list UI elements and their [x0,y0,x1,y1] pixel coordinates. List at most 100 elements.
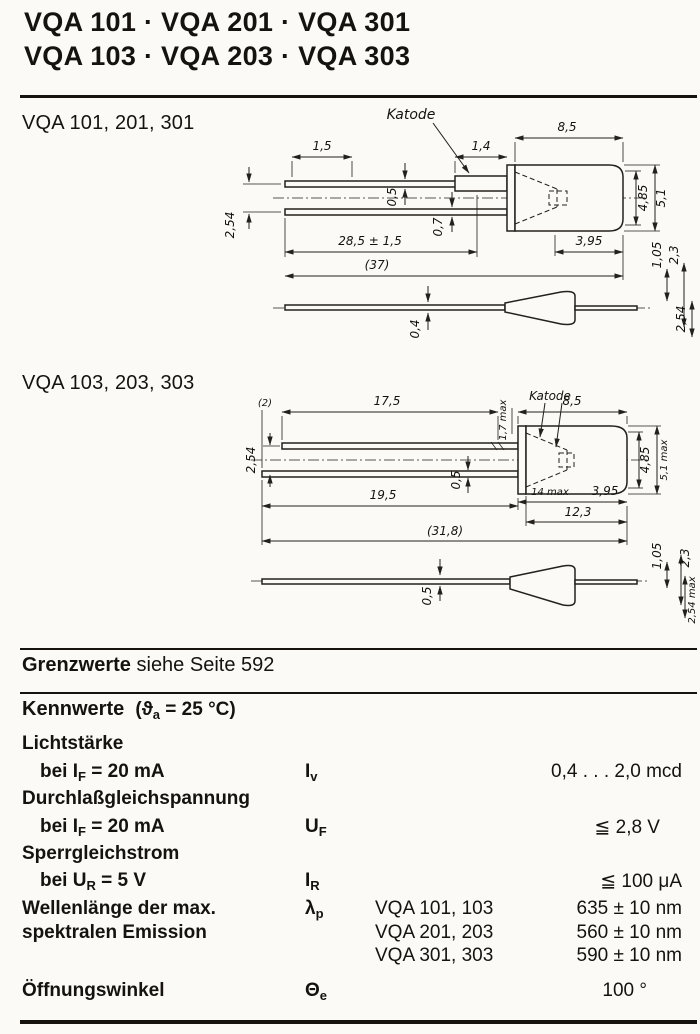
lead-side-right [574,305,638,311]
cathode-tab [454,175,508,192]
lead-side [261,578,511,585]
param-symbol-iv: Iv [305,761,318,784]
row-wellenlaenge-1: Wellenlänge der max. λp VQA 101, 103 635… [22,898,682,921]
dim-lead-pitch: 2,54 [223,167,281,238]
svg-text:8,5: 8,5 [557,120,576,134]
katode-label: Katode [387,107,436,123]
led-body [514,164,624,232]
variant-name: VQA 101, 103 [375,898,494,919]
dim-cap-length: 3,95 [554,234,624,256]
kennwerte-condition: (ϑa = 25 °C) [135,699,236,722]
svg-text:19,5: 19,5 [370,488,397,502]
bottom-rule [20,1020,697,1024]
svg-text:4,85: 4,85 [638,447,652,474]
row-lichtstaerke-value: bei IF = 20 mA Iv 0,4 . . . 2,0 mcd [22,761,682,784]
svg-text:2,54 max: 2,54 max [687,576,698,623]
katode-callout: Katode [387,107,470,174]
svg-text:4,85: 4,85 [636,185,650,212]
dim-body-dia-inner: 4,85 [628,431,652,489]
param-value: 0,4 . . . 2,0 mcd [551,761,682,782]
svg-text:8,5: 8,5 [562,394,581,408]
variant-spacer [375,816,547,839]
dim-body-length: 8,5 [517,394,628,424]
anode-lead [281,442,519,450]
section-rule-kennwerte [20,692,697,694]
symbol-spacer [305,922,375,944]
dim-side-pitch: 2,54 max [682,575,698,624]
param-value: 590 ± 10 nm [576,945,683,966]
dim-overall-length: (37) [284,235,624,280]
kennwerte-title: Kennwerte [22,698,125,720]
kink-mark [490,441,498,451]
svg-text:3,95: 3,95 [576,234,603,248]
svg-text:1,5: 1,5 [312,139,331,153]
param-value: 100 ° [602,980,647,1001]
drawing1-label: VQA 101, 201, 301 [22,112,195,134]
katode-leader-line [432,122,470,174]
dim-gap: 1,4 [454,139,508,173]
body-side [504,290,576,326]
row-sperr-value: bei UR = 5 V IR ≦ 100 μA [22,870,682,893]
svg-text:17,5: 17,5 [374,394,401,408]
param-group-label: Lichtstärke [22,733,124,754]
variant-spacer [375,870,547,893]
svg-text:0,5: 0,5 [420,586,434,605]
svg-text:(37): (37) [365,258,390,272]
dim-side-pitch: 2,54 [674,300,695,338]
dim-front-length: 12,3 [525,496,628,526]
dim-body-dia-outer: 5,1 max [628,425,670,495]
dim-lead-length: 28,5 ± 1,5 [284,195,478,257]
side-view [251,564,649,607]
drawing2-label: VQA 103, 203, 303 [22,372,195,394]
dim-lead-pitch: 2,54 [244,433,280,487]
param-value: 635 ± 10 nm [576,898,683,919]
svg-text:0,7: 0,7 [431,217,445,236]
param-condition: bei UR = 5 V [40,870,147,893]
dim-stagger: (2) [258,398,272,468]
svg-text:2,54: 2,54 [674,306,688,333]
cathode-lead [261,470,519,478]
chip-dashed [548,190,568,206]
row-wellenlaenge-3: VQA 301, 303 590 ± 10 nm [22,945,682,967]
label-spacer [22,945,305,967]
param-value: ≦ 100 μA [600,871,682,892]
section-rule-grenzwerte [20,648,697,650]
dim-body-length: 8,5 [514,120,624,162]
param-condition: bei IF = 20 mA [40,761,165,784]
svg-text:3,95: 3,95 [592,484,619,498]
kennwerte-heading: Kennwerte (ϑa = 25 °C) [22,698,236,722]
param-symbol-theta-e: Θe [305,980,328,1003]
svg-text:0,5: 0,5 [449,470,463,489]
svg-text:1,05: 1,05 [650,543,664,570]
kink-mark [497,441,505,451]
variant-name: VQA 301, 303 [375,945,494,966]
row-durchlass-group: Durchlaßgleichspannung [22,788,682,810]
dim-lead-offset: 1,5 [291,139,353,177]
svg-text:1,4: 1,4 [471,139,490,153]
top-view [251,425,647,495]
variant-spacer [375,980,547,1003]
param-group-label: Sperrgleichstrom [22,843,180,864]
svg-text:14 max: 14 max [531,487,569,498]
param-group-label: spektralen Emission [22,922,207,943]
dim-side-a: 1,05 [650,543,670,589]
katode-leader-line [538,402,546,438]
param-symbol-ir: IR [305,870,320,893]
lead-side [284,304,506,311]
dim-lead-length-bottom: 19,5 [261,480,519,510]
side-view [273,290,651,326]
title-line-2: VQA 103 · VQA 203 · VQA 303 [24,41,411,71]
lead-side-right [574,579,638,585]
svg-text:28,5 ± 1,5: 28,5 ± 1,5 [338,234,402,248]
katode-label: Katode [529,389,571,403]
symbol-spacer [305,945,375,967]
param-group-label: Öffnungswinkel [22,980,165,1001]
dim-lead-length-top: 17,5 [281,394,499,440]
cathode-lead [284,208,508,216]
technical-drawing-vqa-103-203-303: Katode (2) 17,5 1,7 max 8,5 [244,389,698,624]
row-wellenlaenge-2: spektralen Emission VQA 201, 203 560 ± 1… [22,922,682,944]
param-symbol-uf: UF [305,816,327,839]
dim-side-lead-thickness: 0,4 [408,286,431,339]
svg-text:2,54: 2,54 [223,212,237,239]
row-oeffnungswinkel: Öffnungswinkel Θe 100 ° [22,980,682,1003]
